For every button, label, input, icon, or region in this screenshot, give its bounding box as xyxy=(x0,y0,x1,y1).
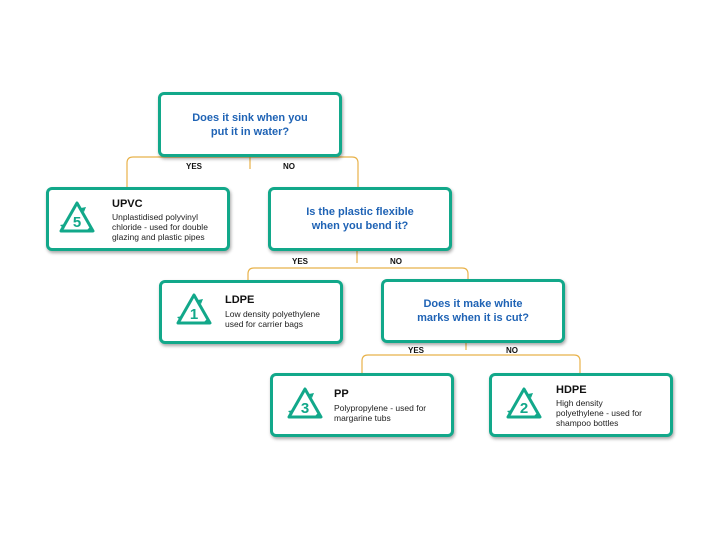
question-sink-text: Does it sink when you put it in water? xyxy=(192,111,308,138)
recycle-icon: 5 xyxy=(59,201,95,233)
branch-label-q2-yes: YES xyxy=(292,257,309,266)
result-ldpe-name: LDPE xyxy=(225,294,255,306)
recycle-code-2: 2 xyxy=(520,400,528,417)
question-sink-box: Does it sink when you put it in water? xyxy=(158,92,342,157)
recycle-icon: 1 xyxy=(176,293,212,325)
branch-label-q1-yes: YES xyxy=(186,162,203,171)
result-hdpe-desc: High density polyethylene - used for sha… xyxy=(556,398,642,428)
result-ldpe-desc: Low density polyethylene used for carrie… xyxy=(225,309,320,329)
branch-label-q3-yes: YES xyxy=(408,346,425,355)
branch-label-q1-no: NO xyxy=(283,162,295,171)
connector-q1 xyxy=(126,156,359,187)
branch-label-q2-no: NO xyxy=(390,257,402,266)
result-upvc-name: UPVC xyxy=(112,198,143,210)
question-white-marks-box: Does it make white marks when it is cut? xyxy=(381,279,565,343)
result-hdpe-box: 2 HDPE High density polyethylene - used … xyxy=(489,373,673,437)
recycle-code-1: 1 xyxy=(190,306,198,323)
recycle-code-3: 3 xyxy=(301,400,309,417)
question-white-marks-text: Does it make white marks when it is cut? xyxy=(417,298,529,324)
connector-q3 xyxy=(361,343,581,374)
recycle-icon: 3 xyxy=(287,387,323,419)
question-flexible-box: Is the plastic flexible when you bend it… xyxy=(268,187,452,251)
result-upvc-box: 5 UPVC Unplastidised polyvinyl chloride … xyxy=(46,187,230,251)
result-pp-name: PP xyxy=(334,388,349,400)
result-ldpe-box: 1 LDPE Low density polyethylene used for… xyxy=(159,280,343,344)
result-pp-desc: Polypropylene - used for margarine tubs xyxy=(334,403,427,423)
recycle-code-5: 5 xyxy=(73,214,81,231)
branch-label-q3-no: NO xyxy=(506,346,518,355)
recycle-icon: 2 xyxy=(506,387,542,419)
question-flexible-text: Is the plastic flexible when you bend it… xyxy=(306,206,414,232)
connector-q2 xyxy=(247,251,469,280)
result-pp-box: 3 PP Polypropylene - used for margarine … xyxy=(270,373,454,437)
result-hdpe-name: HDPE xyxy=(556,384,587,396)
result-upvc-desc: Unplastidised polyvinyl chloride - used … xyxy=(112,212,208,242)
